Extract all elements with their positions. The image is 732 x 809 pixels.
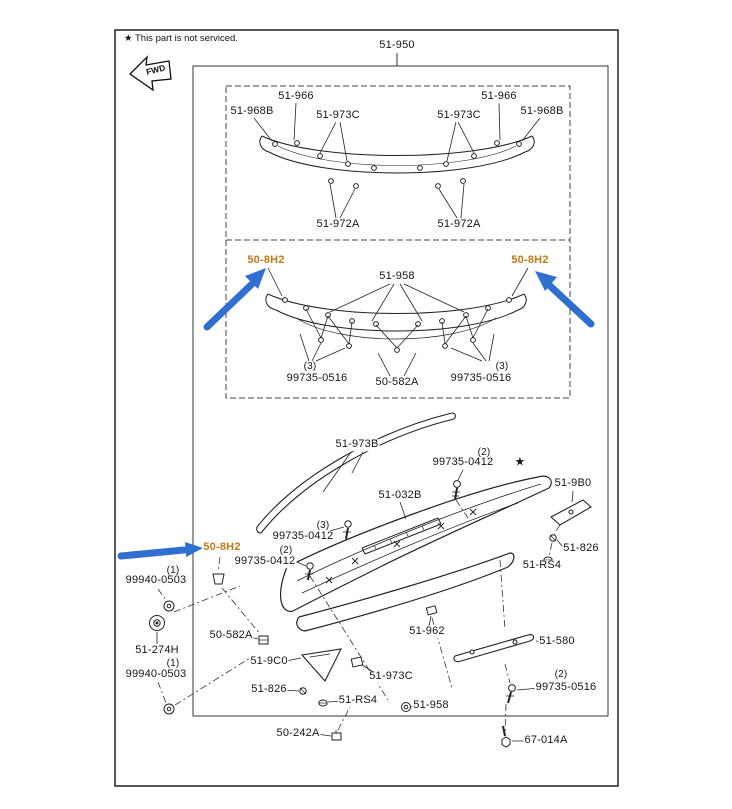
grommet-icon-99940-0503-top [163, 600, 175, 612]
bracket-icon-51-9B0 [550, 499, 592, 526]
part-label-99940-0503-bottom: 99940-0503 [124, 668, 188, 681]
lower-view-mount-points [282, 297, 512, 353]
qty-label-3-left: (3) [302, 360, 318, 373]
part-label-67-014A: 67-014A [523, 734, 569, 747]
part-label-99735-0412-low: 99735-0412 [233, 555, 297, 568]
main-spoiler-body [280, 475, 552, 632]
not-serviced-note: ★ This part is not serviced. [124, 33, 238, 44]
qty-label-1-top: (1) [165, 564, 181, 577]
clip-icon-51-826-main [299, 687, 307, 695]
part-label-51-966-right: 51-966 [480, 90, 518, 103]
trim-strip-leaders [322, 451, 364, 493]
assembly-number-label: 51-950 [378, 39, 416, 52]
fwd-arrow-label: FWD [145, 63, 166, 77]
clip-icon-51-973C [350, 656, 364, 668]
ring-icon-51-958 [401, 702, 411, 712]
part-label-51-9B0: 51-9B0 [553, 477, 593, 490]
part-label-50-8H2-inset-right: 50-8H2 [510, 254, 550, 267]
annotation-arrows [117, 268, 595, 560]
part-label-51-966-left: 51-966 [277, 90, 315, 103]
part-label-99735-0516-right: 99735-0516 [534, 681, 598, 694]
part-label-51-962: 51-962 [408, 625, 446, 638]
upper-view-leader-lines [253, 102, 541, 219]
part-label-50-242A: 50-242A [275, 727, 321, 740]
part-label-51-973C-upper-right: 51-973C [436, 109, 482, 122]
part-label-50-582A-main: 50-582A [208, 629, 254, 642]
lower-view-leader-lines [267, 267, 529, 377]
part-label-50-8H2-inset-left: 50-8H2 [246, 254, 286, 267]
screw-icon-99735-0412-low [305, 562, 314, 581]
clip-icon-50-242A [331, 730, 342, 741]
part-label-50-8H2-main: 50-8H2 [202, 541, 242, 554]
part-label-99735-0412-top: 99735-0412 [431, 456, 495, 469]
part-label-51-973C-upper-left: 51-973C [315, 109, 361, 122]
fwd-arrow-icon: FWD [128, 55, 172, 92]
part-label-99940-0503-top: 99940-0503 [124, 574, 188, 587]
part-label-99735-0516-inset-left: 99735-0516 [285, 372, 349, 385]
qty-label-2-right: (2) [553, 668, 569, 681]
part-label-51-973C-main: 51-973C [368, 670, 414, 683]
clip-icon-51-826-right [549, 534, 557, 542]
part-label-51-580: 51-580 [538, 635, 576, 648]
part-label-51-RS4-right: 51-RS4 [521, 559, 563, 572]
screw-icon-99735-0412-mid [343, 520, 352, 540]
part-label-51-032B: 51-032B [377, 489, 423, 502]
clip-icon-51-962 [425, 605, 438, 616]
rail-51-032B [361, 501, 442, 555]
grommet-icon-51-RS4-main [318, 699, 328, 707]
part-label-99735-0516-inset-right: 99735-0516 [449, 372, 513, 385]
clip-icon-50-582A [258, 635, 269, 645]
part-label-51-9C0: 51-9C0 [249, 655, 289, 668]
main-diagram-box [192, 53, 609, 717]
lower-spoiler-view [265, 293, 527, 340]
grommet-icon-51-274H [149, 615, 165, 631]
bracket-icon-51-580 [453, 634, 535, 663]
qty-label-2-mid: (2) [278, 544, 294, 557]
part-label-51-RS4-main: 51-RS4 [337, 694, 379, 707]
part-label-51-973B: 51-973B [334, 438, 380, 451]
part-label-51-958-main: 51-958 [412, 699, 450, 712]
part-label-51-972A-right: 51-972A [436, 218, 482, 231]
upper-spoiler-view [259, 135, 535, 174]
part-label-51-972A-left: 51-972A [315, 218, 361, 231]
bolt-icon-67-014A [501, 725, 511, 748]
part-label-51-968B-right: 51-968B [519, 105, 565, 118]
part-label-51-958-inset: 51-958 [378, 270, 416, 283]
qty-label-3-right: (3) [494, 360, 510, 373]
qty-label-3-mid: (3) [315, 519, 331, 532]
part-label-51-826-main: 51-826 [250, 683, 288, 696]
clip-icon-50-8H2 [212, 573, 225, 585]
not-serviced-star-marker: ★ [514, 454, 526, 469]
screw-icon-99735-0516-right [506, 684, 516, 704]
part-label-50-582A-inset: 50-582A [374, 376, 420, 389]
qty-label-2-top: (2) [476, 446, 492, 459]
trim-strip-51-973B [256, 412, 456, 534]
part-label-99735-0412-mid: 99735-0412 [271, 530, 335, 543]
detail-inset-box [225, 85, 571, 399]
part-label-51-826-right: 51-826 [562, 542, 600, 555]
upper-view-mount-points [272, 140, 522, 189]
bracket-icon-51-9C0 [300, 648, 342, 682]
part-label-51-968B-left: 51-968B [229, 105, 275, 118]
grommet-icon-99940-0503-bottom [163, 703, 175, 715]
page-frame [114, 29, 619, 787]
part-label-51-274H: 51-274H [134, 644, 180, 657]
screw-icon-99735-0412-top [452, 480, 461, 501]
qty-label-1-bottom: (1) [165, 657, 181, 670]
